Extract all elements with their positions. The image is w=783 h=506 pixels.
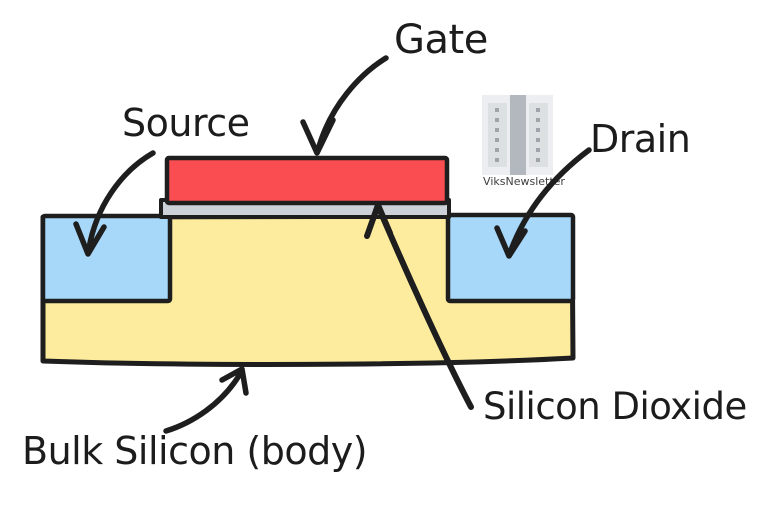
- watermark-text: ViksNewsletter: [483, 175, 565, 188]
- logo-dot: [536, 158, 540, 162]
- logo-dot: [495, 108, 499, 112]
- source-arrow: [73, 150, 156, 257]
- watermark-logo: [482, 95, 553, 175]
- logo-dot: [495, 138, 499, 142]
- logo-dot: [495, 118, 499, 122]
- silicon-dioxide-arrow: [364, 202, 474, 410]
- bulk-silicon-region: [40, 213, 576, 367]
- silicon-dioxide-label: Silicon Dioxide: [483, 385, 747, 428]
- logo-dot: [536, 148, 540, 152]
- logo-dot: [536, 138, 540, 142]
- logo-left-bar: [487, 103, 507, 167]
- drain-label: Drain: [590, 117, 691, 161]
- drain-arrow: [494, 147, 592, 259]
- bulk-silicon-arrow: [163, 366, 249, 434]
- logo-dot: [536, 128, 540, 132]
- logo-center-bar: [509, 95, 526, 175]
- logo-dot: [495, 158, 499, 162]
- logo-dot: [495, 128, 499, 132]
- gate-label: Gate: [394, 17, 488, 63]
- logo-dot: [536, 108, 540, 112]
- source-region: [40, 213, 173, 304]
- gate-arrow: [300, 55, 389, 156]
- logo-dot: [495, 148, 499, 152]
- source-label: Source: [122, 101, 250, 145]
- logo-right-bar: [528, 103, 548, 167]
- bulk-silicon-label: Bulk Silicon (body): [22, 429, 368, 473]
- logo-dot: [536, 118, 540, 122]
- gate-region: [164, 155, 450, 206]
